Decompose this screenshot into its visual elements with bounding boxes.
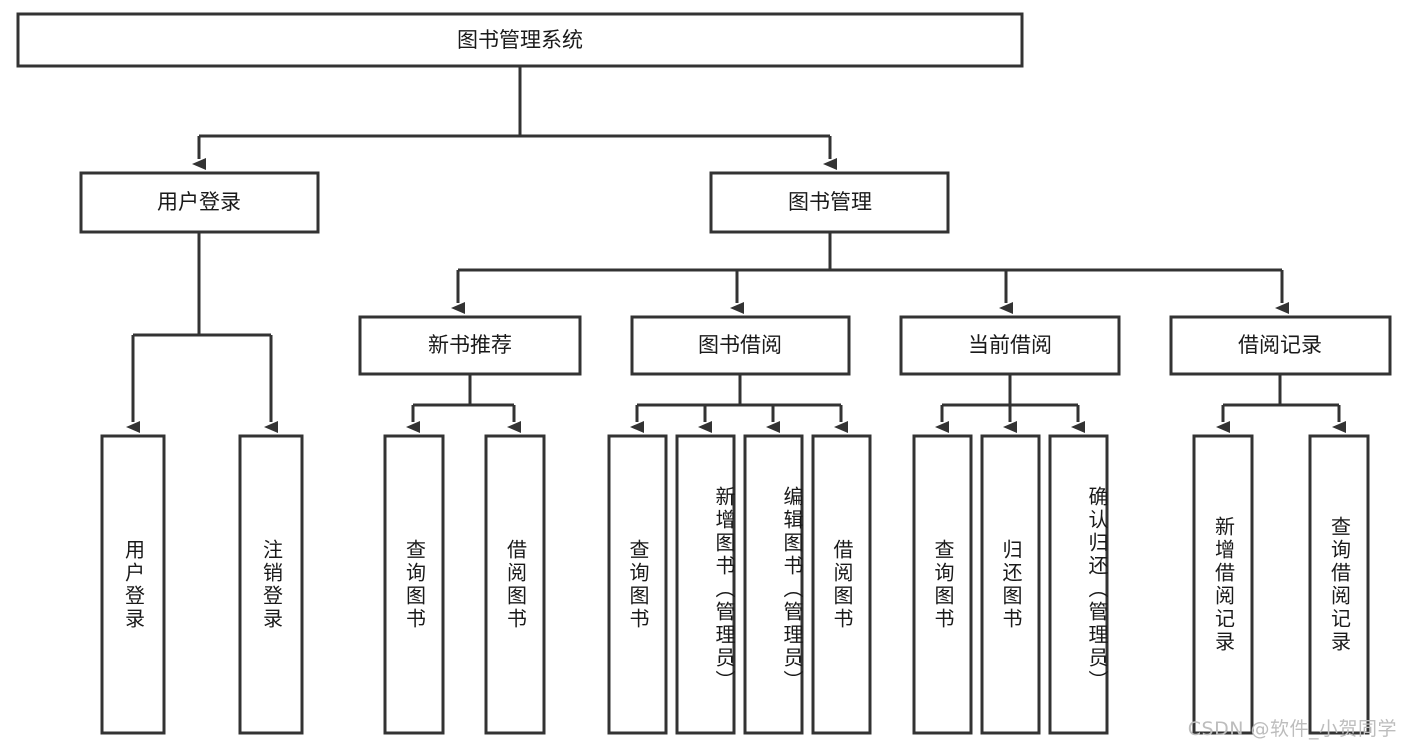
connector-group-book-mgmt [451, 232, 1289, 314]
leaf-box-book-borrow-4[interactable] [811, 434, 872, 735]
node-book-management-label: 图书管理 [788, 190, 872, 214]
leaf-box-current-borrow-3[interactable] [1048, 434, 1109, 735]
node-root-system-box[interactable] [16, 12, 1024, 68]
node-user-login-box[interactable] [79, 171, 320, 234]
node-current-borrow-box[interactable] [899, 315, 1121, 376]
node-user-login-label: 用户登录 [157, 190, 241, 214]
node-book-borrow[interactable]: 图书借阅 [630, 315, 851, 376]
node-new-book-recommend-box[interactable] [358, 315, 582, 376]
node-book-management-box[interactable] [709, 171, 950, 234]
leaf-box-current-borrow-2[interactable] [980, 434, 1041, 735]
node-current-borrow[interactable]: 当前借阅 [899, 315, 1121, 376]
node-book-borrow-label: 图书借阅 [698, 333, 782, 357]
csdn-watermark: CSDN @软件_小贺同学 [1187, 718, 1397, 740]
node-new-book-recommend-label: 新书推荐 [428, 333, 512, 357]
connector-group-root [192, 66, 837, 170]
leaf-box-book-borrow-3[interactable] [743, 434, 804, 735]
leaf-box-borrow-record-2[interactable] [1308, 434, 1370, 735]
connector-group-user-login [126, 232, 278, 433]
node-user-login[interactable]: 用户登录 [79, 171, 320, 234]
connector-group-book-borrow [630, 374, 848, 433]
connector-group-new-book [406, 374, 521, 433]
leaf-box-user-login-1[interactable] [100, 434, 166, 735]
node-book-borrow-box[interactable] [630, 315, 851, 376]
leaf-box-new-book-2[interactable] [484, 434, 546, 735]
leaf-box-book-borrow-2[interactable] [675, 434, 736, 735]
node-root-system-label: 图书管理系统 [457, 28, 583, 52]
node-current-borrow-label: 当前借阅 [968, 333, 1052, 357]
leaf-box-user-login-2[interactable] [238, 434, 304, 735]
node-book-management[interactable]: 图书管理 [709, 171, 950, 234]
leaf-box-current-borrow-1[interactable] [912, 434, 973, 735]
node-new-book-recommend[interactable]: 新书推荐 [358, 315, 582, 376]
leaf-box-new-book-1[interactable] [383, 434, 445, 735]
leaf-box-book-borrow-1[interactable] [607, 434, 668, 735]
leaf-box-borrow-record-1[interactable] [1192, 434, 1254, 735]
node-root-system[interactable]: 图书管理系统 [16, 12, 1024, 68]
connector-group-borrow-record [1216, 374, 1346, 433]
node-borrow-record-label: 借阅记录 [1238, 333, 1322, 357]
connector-group-current-borrow [935, 374, 1085, 433]
node-borrow-record[interactable]: 借阅记录 [1169, 315, 1392, 376]
node-borrow-record-box[interactable] [1169, 315, 1392, 376]
